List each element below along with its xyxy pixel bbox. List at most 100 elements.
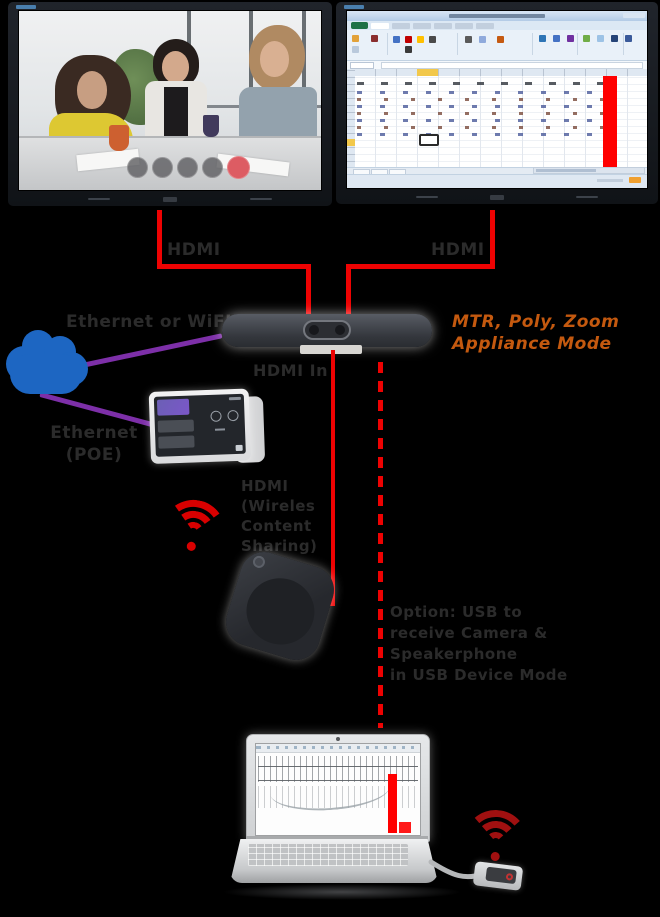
- laptop-webcam: [336, 737, 340, 741]
- camera-lens: [309, 325, 319, 335]
- person-center-face: [162, 51, 189, 83]
- ribbon-icon: [625, 35, 632, 42]
- console-body: [148, 388, 252, 465]
- hdmi-cable-left: [306, 264, 311, 316]
- monitor-chin-marks: [576, 196, 598, 198]
- console-screen: [153, 393, 246, 457]
- ribbon-icon: [553, 35, 560, 42]
- ribbon-tab: [476, 23, 494, 29]
- camera-button: [127, 157, 148, 178]
- monitor-chin-marks: [88, 198, 110, 200]
- wireless-line2: (Wireles: [241, 497, 316, 515]
- laptop-red-box: [399, 822, 411, 833]
- laptop-base: [230, 839, 438, 883]
- end-call-button: [227, 156, 250, 179]
- display-right: [336, 2, 658, 204]
- ribbon-tab: [455, 23, 473, 29]
- data-row: [357, 105, 613, 108]
- selected-column-header: [417, 69, 438, 76]
- ribbon-icon: [465, 36, 472, 43]
- ethernet-poe-line2: (POE): [65, 445, 123, 465]
- appliance-mode-label: MTR, Poly, Zoom Appliance Mode: [452, 311, 619, 355]
- mic-button: [152, 157, 173, 178]
- file-tab: [351, 22, 368, 29]
- hdmi-label-left: HDMI: [167, 240, 221, 260]
- ribbon-tab: [392, 23, 410, 29]
- usb-dashed-line: [378, 362, 383, 728]
- hdmi-cable-right: [346, 264, 495, 269]
- ribbon-icon: [479, 36, 486, 43]
- ribbon-icon: [352, 35, 359, 42]
- console-card: [158, 435, 195, 449]
- ribbon-tab: [371, 23, 389, 29]
- ribbon-icon: [393, 36, 400, 43]
- data-row: [357, 126, 613, 129]
- console-corner-icon: [235, 444, 243, 452]
- hdmi-cable-right: [490, 210, 495, 269]
- ribbon-icon: [405, 36, 412, 43]
- laptop-keyboard: [248, 844, 408, 866]
- video-bar: [222, 314, 432, 347]
- coffee-cup: [109, 125, 129, 151]
- meeting-card: [156, 398, 190, 416]
- window-controls: [623, 13, 645, 18]
- person-right-face: [260, 41, 289, 77]
- video-call-screen: [18, 10, 322, 191]
- monitor-brand-logo: [16, 5, 36, 9]
- console-share-icon: [227, 409, 239, 422]
- hdmi-cable-left: [157, 264, 311, 269]
- laptop-display: [255, 743, 421, 836]
- ribbon-icon: [583, 35, 590, 42]
- data-row: [357, 98, 613, 101]
- laptop-shadow: [222, 884, 462, 900]
- selected-row-header: [347, 139, 355, 146]
- data-row: [357, 91, 613, 94]
- console-call-icon: [210, 410, 222, 422]
- wireless-line1: HDMI: [241, 477, 289, 495]
- appliance-mode-line1: MTR, Poly, Zoom: [452, 312, 620, 332]
- mug: [203, 115, 219, 137]
- person-center-top-stripe: [164, 87, 188, 143]
- ribbon-icon: [352, 46, 359, 53]
- display-left: [8, 2, 332, 206]
- person-left-face: [77, 71, 107, 109]
- usb-option-line3: Speakerphone: [390, 645, 518, 663]
- network-cable-to-bar: [81, 333, 223, 368]
- touch-console: [148, 388, 268, 472]
- ethernet-poe-label: Ethernet (POE): [46, 422, 142, 466]
- ribbon-icon: [497, 36, 504, 43]
- ribbon-icon: [405, 46, 412, 53]
- ribbon-icon: [567, 35, 574, 42]
- window-mullion: [302, 11, 306, 150]
- ribbon-icon: [429, 36, 436, 43]
- laptop-red-bar: [388, 774, 397, 833]
- person-center-top: [145, 81, 207, 143]
- ribbon-tab: [413, 23, 431, 29]
- laptop-hinge: [246, 836, 428, 840]
- usb-option-line1: Option: USB to: [390, 603, 523, 621]
- wireless-sharing-label: HDMI (Wireles Content Sharing): [241, 476, 317, 556]
- hdmi-in-cable: [331, 350, 335, 606]
- usb-option-line2: receive Camera &: [390, 624, 548, 642]
- hdmi-cable-left: [157, 210, 162, 269]
- excel-ribbon: [347, 30, 647, 61]
- monitor-chin-logo: [490, 195, 504, 200]
- hdmi-cable-right: [346, 264, 351, 316]
- participants-button: [202, 157, 223, 178]
- row-headers: [347, 69, 355, 168]
- console-dash: [214, 428, 226, 431]
- monitor-brand-logo: [344, 5, 364, 9]
- laptop-app-toolbar: [256, 744, 420, 753]
- settings-button: [177, 157, 198, 178]
- data-header-row: [357, 79, 617, 88]
- usb-option-label: Option: USB to receive Camera & Speakerp…: [390, 602, 568, 686]
- ethernet-wifi-label: Ethernet or WiFI: [66, 312, 232, 332]
- wifi-icon: [156, 494, 231, 570]
- camera-lens: [335, 325, 345, 335]
- data-row: [357, 133, 613, 136]
- ethernet-poe-line1: Ethernet: [50, 423, 138, 443]
- hdmi-label-right: HDMI: [431, 240, 485, 260]
- data-row: [357, 112, 613, 115]
- data-row: [357, 119, 613, 122]
